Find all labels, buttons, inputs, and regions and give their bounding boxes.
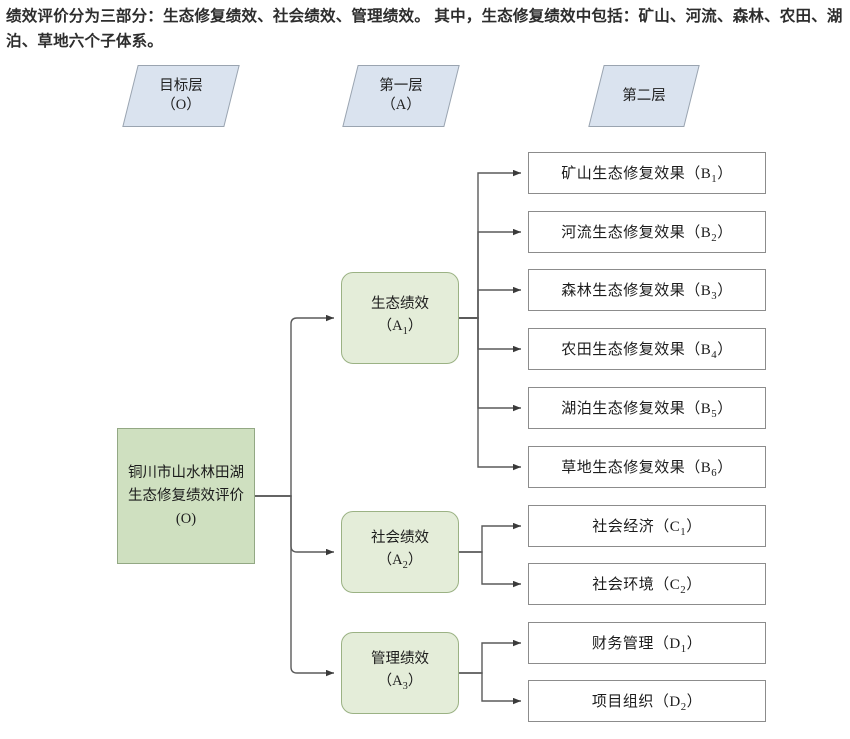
criteria-node-a2[interactable]: 社会绩效 （A2） bbox=[341, 511, 459, 593]
indicator-node-label: 河流生态修复效果（B2） bbox=[561, 224, 733, 244]
criteria-node-name: 管理绩效 bbox=[371, 651, 429, 668]
criteria-node-code-subscript: 3 bbox=[402, 680, 408, 692]
goal-node[interactable]: 铜川市山水林田湖生态修复绩效评价(O) bbox=[117, 428, 255, 564]
criteria-node-a1[interactable]: 生态绩效 （A1） bbox=[341, 272, 459, 364]
layer-label-1: 目标层 （O） bbox=[122, 65, 240, 127]
indicator-node-label: 项目组织（D2） bbox=[591, 693, 703, 713]
a2-to-indicator-wires bbox=[459, 522, 521, 588]
criteria-node-code: （A3） bbox=[377, 673, 423, 692]
indicator-node-subscript: 3 bbox=[711, 289, 718, 302]
indicator-node-label: 森林生态修复效果（B3） bbox=[561, 282, 733, 302]
criteria-node-name: 生态绩效 bbox=[371, 296, 429, 313]
indicator-node[interactable]: 草地生态修复效果（B6） bbox=[528, 446, 766, 488]
layer-label-code: （O） bbox=[161, 97, 201, 113]
indicator-node-subscript: 1 bbox=[680, 525, 687, 538]
criteria-node-code: （A2） bbox=[377, 552, 423, 571]
indicator-node[interactable]: 项目组织（D2） bbox=[528, 680, 766, 722]
indicator-node-subscript: 5 bbox=[711, 407, 718, 420]
indicator-node-subscript: 1 bbox=[711, 172, 718, 185]
intro-paragraph: 绩效评价分为三部分：生态修复绩效、社会绩效、管理绩效。 其中，生态修复绩效中包括… bbox=[6, 8, 843, 50]
indicator-node-subscript: 2 bbox=[680, 700, 687, 713]
indicator-node-subscript: 2 bbox=[680, 583, 687, 596]
indicator-node-label: 社会经济（C1） bbox=[592, 518, 702, 538]
indicator-node-subscript: 4 bbox=[711, 348, 718, 361]
indicator-node[interactable]: 湖泊生态修复效果（B5） bbox=[528, 387, 766, 429]
indicator-node-subscript: 6 bbox=[711, 466, 718, 479]
indicator-node-label: 社会环境（C2） bbox=[592, 576, 702, 596]
indicator-node-label: 矿山生态修复效果（B1） bbox=[561, 165, 733, 185]
a3-to-indicator-wires bbox=[459, 639, 521, 705]
indicator-node-label: 农田生态修复效果（B4） bbox=[561, 341, 733, 361]
indicator-node-subscript: 2 bbox=[711, 231, 718, 244]
layer-label-name: 第二层 bbox=[622, 87, 666, 104]
indicator-node-label: 财务管理（D1） bbox=[591, 635, 703, 655]
root-to-criteria-wires bbox=[255, 314, 334, 677]
indicator-node[interactable]: 财务管理（D1） bbox=[528, 622, 766, 664]
a1-to-indicator-wires bbox=[459, 169, 521, 471]
layer-label-name: 第一层 bbox=[379, 78, 423, 94]
indicator-node[interactable]: 社会经济（C1） bbox=[528, 505, 766, 547]
indicator-node[interactable]: 社会环境（C2） bbox=[528, 563, 766, 605]
layer-label-3: 第二层 bbox=[588, 65, 700, 127]
indicator-node[interactable]: 矿山生态修复效果（B1） bbox=[528, 152, 766, 194]
indicator-node[interactable]: 河流生态修复效果（B2） bbox=[528, 211, 766, 253]
criteria-node-code-subscript: 1 bbox=[402, 325, 408, 337]
indicator-node-label: 湖泊生态修复效果（B5） bbox=[561, 400, 733, 420]
layer-label-name: 目标层 bbox=[159, 78, 203, 94]
layer-label-code: （A） bbox=[381, 97, 421, 113]
indicator-node-label: 草地生态修复效果（B6） bbox=[561, 459, 733, 479]
goal-node-label: 铜川市山水林田湖生态修复绩效评价(O) bbox=[128, 464, 244, 527]
indicator-node-subscript: 1 bbox=[680, 642, 687, 655]
criteria-node-code: （A1） bbox=[377, 318, 423, 337]
criteria-node-name: 社会绩效 bbox=[371, 530, 429, 547]
criteria-node-code-subscript: 2 bbox=[402, 559, 408, 571]
criteria-node-a3[interactable]: 管理绩效 （A3） bbox=[341, 632, 459, 714]
indicator-node[interactable]: 农田生态修复效果（B4） bbox=[528, 328, 766, 370]
layer-label-2: 第一层 （A） bbox=[342, 65, 460, 127]
indicator-node[interactable]: 森林生态修复效果（B3） bbox=[528, 269, 766, 311]
